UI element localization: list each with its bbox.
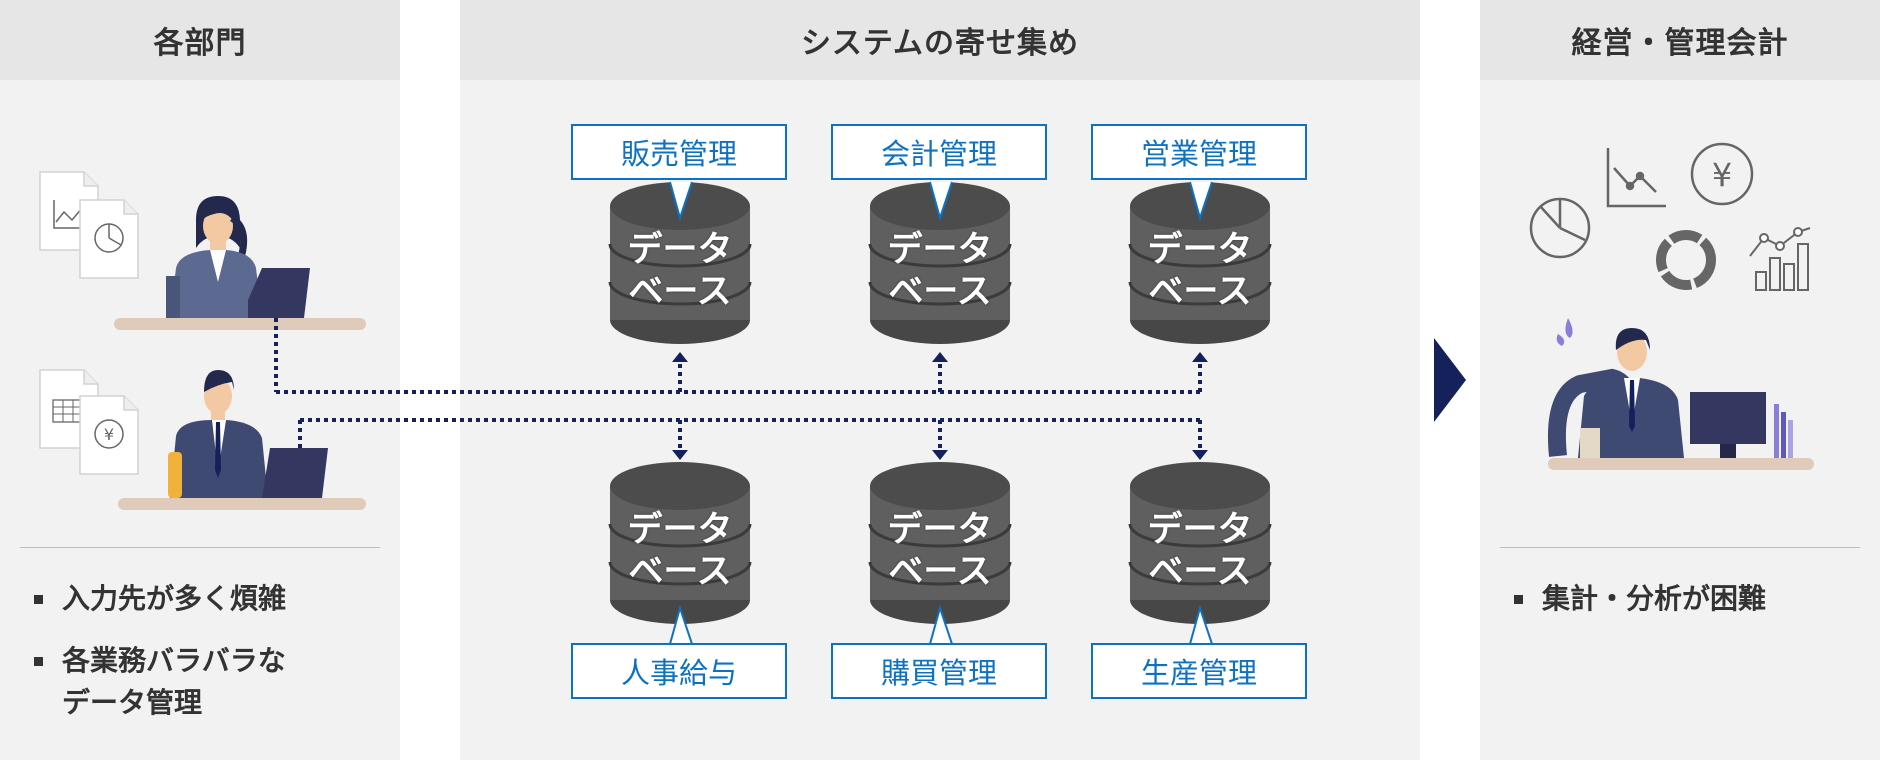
label-hr-payroll: 人事給与 bbox=[571, 643, 787, 699]
bar-line-chart-icon bbox=[1749, 227, 1811, 291]
right-divider bbox=[1500, 547, 1860, 548]
worried-manager-illustration bbox=[1547, 318, 1814, 470]
database-label-accounting: データ ベース bbox=[887, 230, 993, 312]
right-bullet-1: 集計・分析が困難 bbox=[1500, 578, 1766, 620]
database-label-sales: データ ベース bbox=[627, 230, 733, 312]
chart-document-icon bbox=[39, 171, 99, 251]
label-purchasing-management: 購買管理 bbox=[831, 643, 1047, 699]
yen-coin-symbol: ¥ bbox=[1712, 156, 1732, 194]
office-worker-man-illustration bbox=[118, 370, 366, 510]
label-production-management: 生産管理 bbox=[1091, 643, 1307, 699]
right-bullet-list: 集計・分析が困難 bbox=[1500, 578, 1766, 640]
pie-document-icon bbox=[79, 199, 139, 279]
right-panel-title: 経営・管理会計 bbox=[1480, 0, 1880, 80]
yen-symbol: ¥ bbox=[104, 425, 114, 444]
connector-arrowheads bbox=[672, 352, 1208, 460]
connector-lines bbox=[276, 360, 1202, 452]
line-graph-icon bbox=[1606, 148, 1666, 208]
database-label-purchasing: データ ベース bbox=[887, 510, 993, 592]
left-bullet-1: 入力先が多く煩雑 bbox=[20, 578, 286, 620]
callout-pointers bbox=[669, 181, 1213, 645]
pie-chart-icon bbox=[1529, 197, 1591, 259]
left-panel-title: 各部門 bbox=[0, 0, 400, 80]
label-business-management: 営業管理 bbox=[1091, 124, 1307, 180]
left-bullet-2: 各業務バラバラな データ管理 bbox=[20, 640, 286, 724]
yen-coin-icon: ¥ bbox=[1690, 142, 1754, 206]
left-divider bbox=[20, 547, 380, 548]
office-worker-woman-illustration bbox=[114, 196, 366, 330]
middle-panel-title: システムの寄せ集め bbox=[460, 0, 1420, 80]
right-panel: 経営・管理会計 集計・分析が困難 bbox=[1480, 0, 1880, 760]
database-label-hr: データ ベース bbox=[627, 510, 733, 592]
database-label-production: データ ベース bbox=[1147, 510, 1253, 592]
flow-arrow-icon bbox=[1434, 338, 1466, 422]
label-sales-management: 販売管理 bbox=[571, 124, 787, 180]
yen-document-icon: ¥ bbox=[79, 395, 139, 475]
left-bullet-list: 入力先が多く煩雑 各業務バラバラな データ管理 bbox=[20, 578, 286, 744]
database-label-business: データ ベース bbox=[1147, 230, 1253, 312]
label-accounting-management: 会計管理 bbox=[831, 124, 1047, 180]
donut-chart-icon bbox=[1656, 230, 1716, 290]
